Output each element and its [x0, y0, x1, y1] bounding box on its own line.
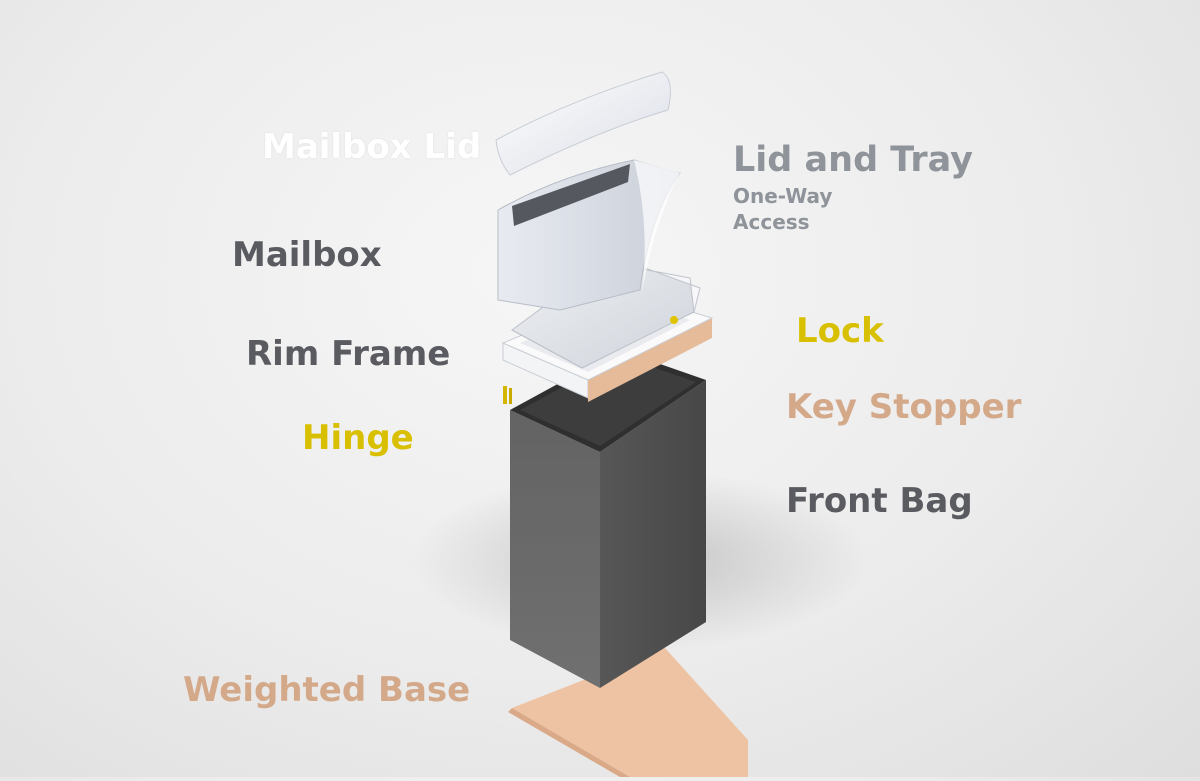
lock-part	[670, 316, 678, 324]
front-bag-front	[510, 410, 600, 688]
front-bag-label: Front Bag	[786, 481, 973, 521]
hinge-label: Hinge	[302, 418, 414, 458]
weighted-base-part	[512, 648, 748, 777]
key-stopper-label: Key Stopper	[786, 387, 1022, 427]
weighted-base-edge	[508, 708, 630, 777]
hinge-part-2	[509, 388, 512, 404]
front-bag-inner	[520, 356, 696, 446]
lid-and-tray-sublabel: One-Way Access	[733, 184, 833, 234]
rim-frame-label: Rim Frame	[246, 334, 451, 374]
lid-and-tray-label: Lid and Tray	[733, 140, 973, 180]
mailbox-slot	[512, 164, 630, 226]
mailbox-label: Mailbox	[232, 235, 382, 275]
mailbox-lid-part	[495, 71, 671, 176]
mailbox-flap	[634, 160, 680, 292]
key-stopper-part	[588, 318, 712, 402]
lock-label: Lock	[796, 311, 884, 351]
mailbox-lid-label: Mailbox Lid	[262, 127, 482, 167]
front-bag-side	[600, 380, 706, 688]
weighted-base-label: Weighted Base	[183, 670, 471, 710]
hinge-part	[503, 386, 507, 404]
